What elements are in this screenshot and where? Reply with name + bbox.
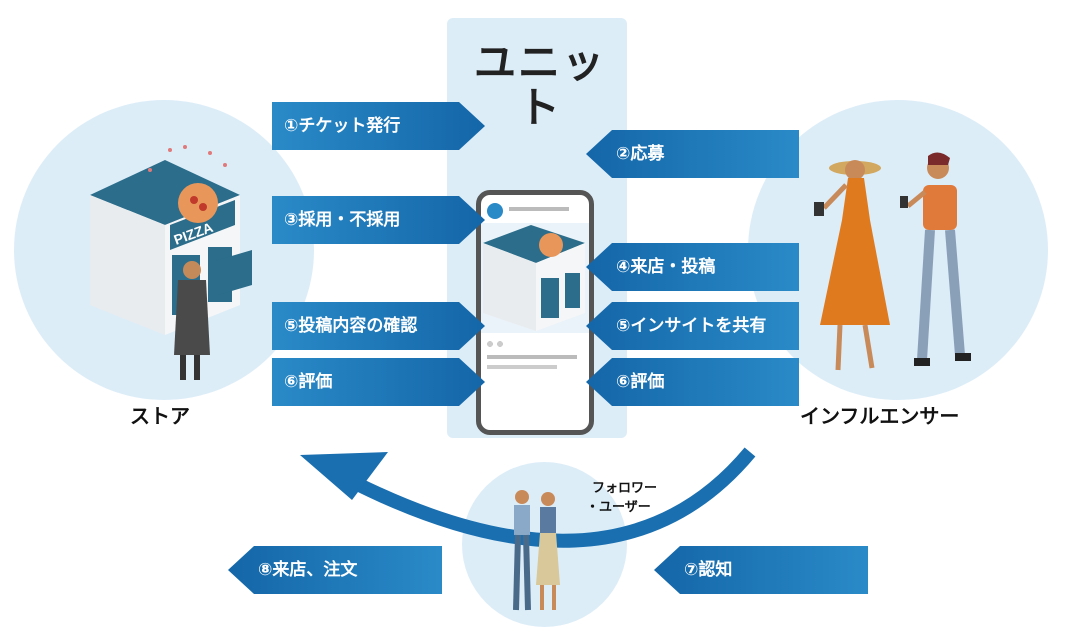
avatar	[487, 203, 503, 219]
followers-illustration	[513, 490, 560, 611]
step-7-awareness-arrow: ⑦認知	[654, 546, 868, 594]
step-3-adopt-arrow: ③採用・不採用	[272, 196, 485, 244]
influencer-illustration	[814, 152, 971, 371]
step-5-insight-arrow: ⑤インサイトを共有	[586, 302, 799, 350]
step-1-ticket-arrow: ①チケット発行	[272, 102, 485, 150]
pizza-store-illustration: PIZZA	[90, 145, 252, 380]
post-text-line-2	[487, 365, 557, 369]
followers-label-1: フォロワー	[592, 481, 658, 496]
post-action-dots	[487, 341, 507, 347]
unit-logo: ユニット	[473, 38, 606, 132]
followers-label-2: ・ユーザー	[586, 500, 651, 515]
step-8-order-arrow: ⑧来店、注文	[228, 546, 442, 594]
post-text-line-1	[487, 355, 577, 359]
post-header-line	[509, 207, 569, 211]
step-2-apply-arrow: ②応募	[586, 130, 799, 178]
store-label: ストア	[130, 404, 190, 428]
post-image-store	[481, 223, 589, 333]
influencer-label: インフルエンサー	[800, 404, 960, 428]
step-5-confirm-arrow: ⑤投稿内容の確認	[272, 302, 485, 350]
step-4-visit-post-arrow: ④来店・投稿	[586, 243, 799, 291]
step-6-evaluate-store-arrow: ⑥評価	[272, 358, 485, 406]
phone-mockup	[476, 190, 594, 435]
step-6-evaluate-influencer-arrow: ⑥評価	[586, 358, 799, 406]
